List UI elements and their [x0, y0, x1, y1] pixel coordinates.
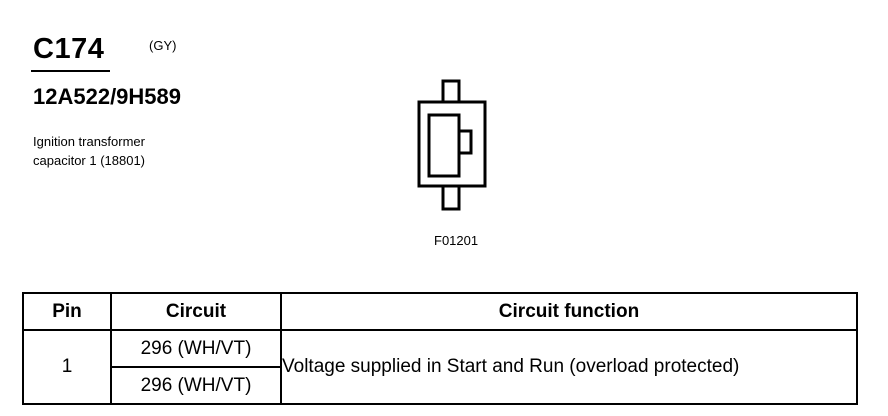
pin-table: Pin Circuit Circuit function 1 296 (WH/V…: [22, 292, 858, 405]
table-row: 1 296 (WH/VT) Voltage supplied in Start …: [22, 329, 858, 405]
cell-pin: 1: [22, 329, 112, 405]
connector-id-underline: [31, 70, 110, 72]
part-number: 12A522/9H589: [33, 84, 182, 109]
description: Ignition transformer capacitor 1 (18801): [33, 132, 233, 170]
header-circuit-function: Circuit function: [280, 292, 858, 331]
description-line: capacitor 1 (18801): [33, 153, 146, 168]
figure-id: F01201: [434, 233, 479, 248]
connector-face-drawing: [417, 79, 487, 211]
connector-top-terminal: [441, 79, 461, 105]
connector-lock-tab: [457, 129, 473, 155]
header-circuit: Circuit: [110, 292, 282, 331]
cell-circuit-function: Voltage supplied in Start and Run (overl…: [280, 329, 858, 405]
description-line: Ignition transformer: [33, 134, 145, 149]
cell-circuit: 296 (WH/VT): [110, 366, 282, 405]
connector-bottom-terminal: [441, 183, 461, 211]
connector-id: C174: [33, 33, 105, 65]
table-row: 296 (WH/VT): [23, 366, 857, 405]
cell-circuit: 296 (WH/VT): [110, 329, 282, 368]
header-pin: Pin: [22, 292, 112, 331]
table-header-row: Pin Circuit Circuit function: [22, 292, 858, 331]
color-code: (GY): [149, 38, 177, 53]
connector-cavity: [427, 113, 461, 178]
